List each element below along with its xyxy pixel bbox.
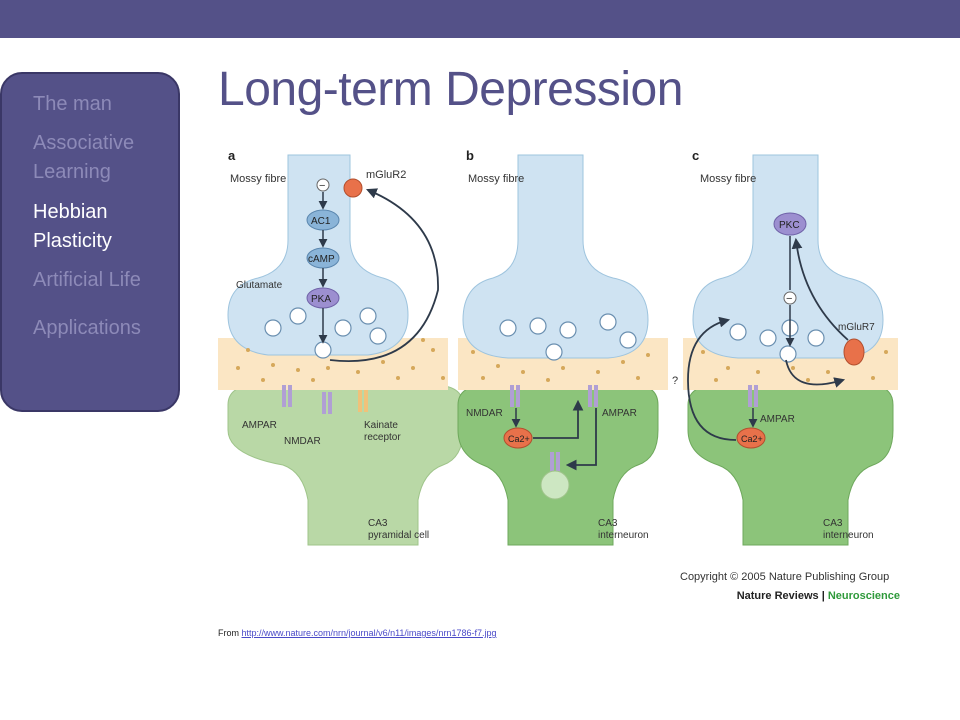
panel-c-calcium: [736, 427, 766, 449]
panel-b-calcium-label: Ca2+: [508, 434, 530, 444]
panel-b-cell-type-label: interneuron: [598, 530, 649, 541]
panel-b-fibre-label: Mossy fibre: [468, 173, 524, 185]
panel-b-letter: b: [466, 148, 474, 163]
panel-a-cell-type-label: pyramidal cell: [368, 530, 429, 541]
panel-c-letter: c: [692, 148, 699, 163]
image-source-prefix: From: [218, 628, 242, 638]
panel-a-camp-label: cAMP: [308, 254, 335, 265]
panel-c-postsynaptic: [687, 384, 894, 546]
panel-a-fibre-label: Mossy fibre: [230, 173, 286, 185]
panel-c-cell-type-label: interneuron: [823, 530, 874, 541]
nav-item-associative-learning[interactable]: Associative Learning: [33, 132, 135, 183]
panel-b-endocytic-vesicle: [540, 470, 570, 500]
panel-a-mglur2-receptor: [343, 178, 363, 198]
panel-a-nmdar-label: NMDAR: [284, 436, 321, 447]
panel-c-minus-sign: −: [786, 293, 792, 305]
panel-b-nmdar-label: NMDAR: [466, 408, 503, 419]
panel-b-presynaptic: [462, 154, 649, 359]
nav-item-applications[interactable]: Applications: [33, 317, 141, 339]
panel-a: a Mossy fibre − AC1 cAMP PKA Glutamate m…: [218, 148, 464, 546]
nav-item-artificial-life[interactable]: Artificial Life: [33, 269, 141, 291]
panel-a-cell-label: CA3: [368, 518, 388, 529]
top-bar: [0, 0, 960, 38]
panel-a-cleft-dots: [236, 338, 445, 382]
panel-b-ampar-label: AMPAR: [602, 408, 637, 419]
panel-c-minus-icon: [783, 291, 797, 305]
figure-copyright: Copyright © 2005 Nature Publishing Group: [680, 571, 889, 583]
ltd-diagram: a Mossy fibre − AC1 cAMP PKA Glutamate m…: [218, 148, 900, 602]
panel-c-presynaptic: [692, 154, 884, 359]
panel-b-cleft-dots: [471, 350, 650, 382]
panel-a-channels: [282, 385, 368, 414]
nav-item-the-man[interactable]: The man: [33, 93, 112, 115]
panel-c-cleft-dots: [701, 350, 888, 382]
panel-a-glutamate-label: Glutamate: [236, 280, 283, 291]
panel-c-cell-label: CA3: [823, 518, 843, 529]
panel-c-mglur7-label: mGluR7: [838, 322, 875, 333]
panel-c-pkc-label: PKC: [779, 220, 800, 231]
panel-c: c Mossy fibre PKC − mGluR7 AMPAR Ca2+ ? …: [672, 148, 898, 546]
image-source-link[interactable]: http://www.nature.com/nrn/journal/v6/n11…: [241, 628, 497, 638]
panel-c-calcium-label: Ca2+: [741, 434, 763, 444]
panel-b-calcium: [503, 427, 533, 449]
panel-a-ampar-label: AMPAR: [242, 420, 277, 431]
panel-c-pkc: [773, 212, 807, 236]
panel-a-ac1-label: AC1: [311, 216, 331, 227]
panel-a-kainate-label: Kainate: [364, 420, 398, 431]
panel-b-vesicles: [499, 313, 637, 361]
slide-title: Long-term Depression: [218, 63, 683, 116]
panel-c-question-mark: ?: [672, 375, 678, 387]
panel-c-ampar-label: AMPAR: [760, 414, 795, 425]
panel-b: b Mossy fibre NMDAR AMPAR Ca2+ CA3 inter…: [457, 148, 668, 546]
panel-b-channels: [510, 385, 598, 472]
panel-c-channels: [748, 385, 758, 407]
sidebar-nav: The man Associative Learning Hebbian Pla…: [0, 72, 180, 412]
panel-a-minus-sign: −: [319, 180, 325, 192]
panel-a-postsynaptic: [227, 384, 464, 546]
panel-c-mglur7-receptor: [843, 338, 865, 366]
figure-journal: Nature Reviews | Neuroscience: [737, 590, 900, 602]
panel-c-fibre-label: Mossy fibre: [700, 173, 756, 185]
panel-b-cell-label: CA3: [598, 518, 618, 529]
panel-a-mglur2-label: mGluR2: [366, 169, 406, 181]
panel-a-letter: a: [228, 148, 236, 163]
nav-item-hebbian-plasticity[interactable]: Hebbian Plasticity: [33, 201, 112, 252]
panel-a-pka-label: PKA: [311, 294, 331, 305]
panel-a-receptor-label: receptor: [364, 432, 401, 443]
panel-a-minus-icon: [316, 178, 330, 192]
image-source: From http://www.nature.com/nrn/journal/v…: [218, 628, 496, 638]
panel-a-vesicles: [264, 307, 387, 359]
